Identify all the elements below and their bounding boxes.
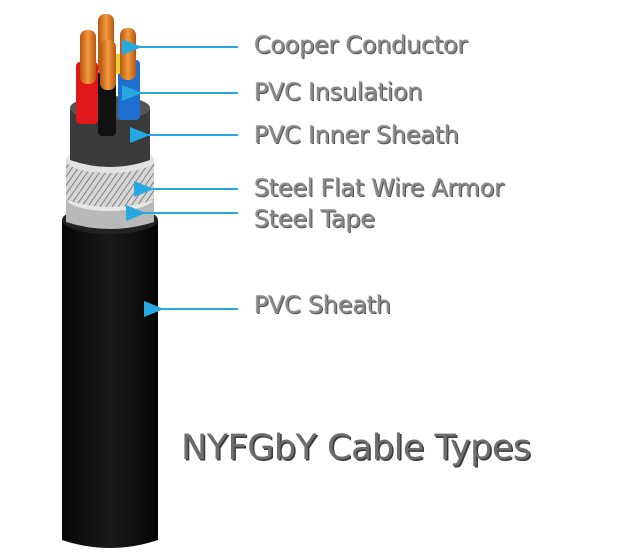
pvc-sheath-layer: [62, 206, 158, 548]
label-cooper-conductor: Cooper Conductor: [254, 31, 467, 59]
label-pvc-inner-sheath: PVC Inner Sheath: [254, 121, 459, 149]
diagram-title: NYFGbY Cable Types: [181, 428, 531, 468]
label-pvc-insulation: PVC Insulation: [254, 78, 422, 106]
label-steel-tape: Steel Tape: [254, 205, 375, 233]
label-steel-flat-wire-armor: Steel Flat Wire Armor: [254, 174, 504, 202]
label-pvc-sheath: PVC Sheath: [254, 291, 391, 319]
copper-conductors: [80, 14, 136, 90]
